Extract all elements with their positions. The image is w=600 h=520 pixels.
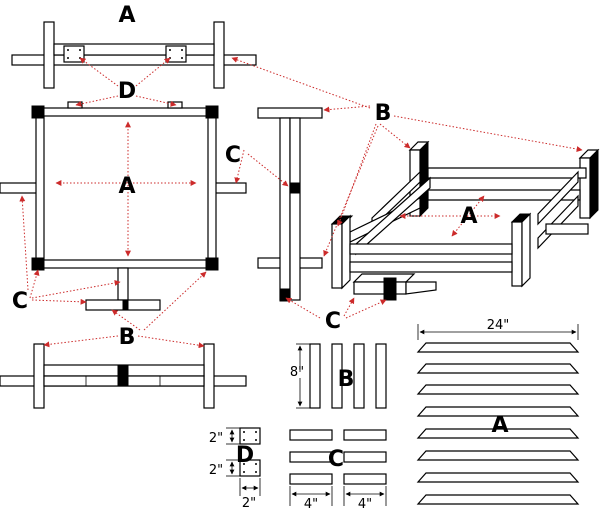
spacers-label-c: C: [328, 447, 344, 472]
label-d-top: D: [118, 79, 136, 104]
block-height-dimension-2: 2": [209, 463, 223, 478]
spacer-width-dimension-1: 4": [304, 497, 318, 512]
bottom-elevation-view: [0, 343, 247, 409]
spacer-width-dimension-2: 4": [358, 497, 372, 512]
label-c-left: C: [12, 289, 28, 314]
leg-height-dimension: 8": [290, 365, 304, 380]
frame-plan-view: [0, 101, 247, 311]
label-a-top: A: [118, 3, 135, 28]
brackets-label-d: D: [236, 443, 254, 468]
label-c-side: C: [225, 143, 241, 168]
cut-list-d-brackets: 2" 2" 2" D: [209, 427, 261, 511]
label-a-isometric: A: [460, 204, 477, 229]
label-a-frame: A: [118, 174, 135, 199]
label-b-bottom: B: [119, 325, 136, 350]
cut-list-b-legs: 8" B: [290, 343, 387, 409]
bracket-d-left: [63, 45, 85, 63]
slats-label-a: A: [491, 413, 508, 438]
label-b-isometric: B: [375, 101, 392, 126]
isometric-assembly: [330, 140, 600, 301]
legs-label-b: B: [338, 367, 355, 392]
cut-list-c-spacers: 4" 4" C: [289, 429, 387, 512]
slat-length-dimension: 24": [487, 318, 510, 333]
block-height-dimension-1: 2": [209, 431, 223, 446]
side-elevation-view: [257, 107, 323, 302]
cut-list-a-slats: 24" A: [416, 318, 580, 505]
bracket-d-right: [165, 45, 187, 63]
label-c-bottom: C: [325, 309, 341, 334]
block-width-dimension: 2": [242, 496, 256, 511]
leader-lines: [19, 57, 583, 349]
